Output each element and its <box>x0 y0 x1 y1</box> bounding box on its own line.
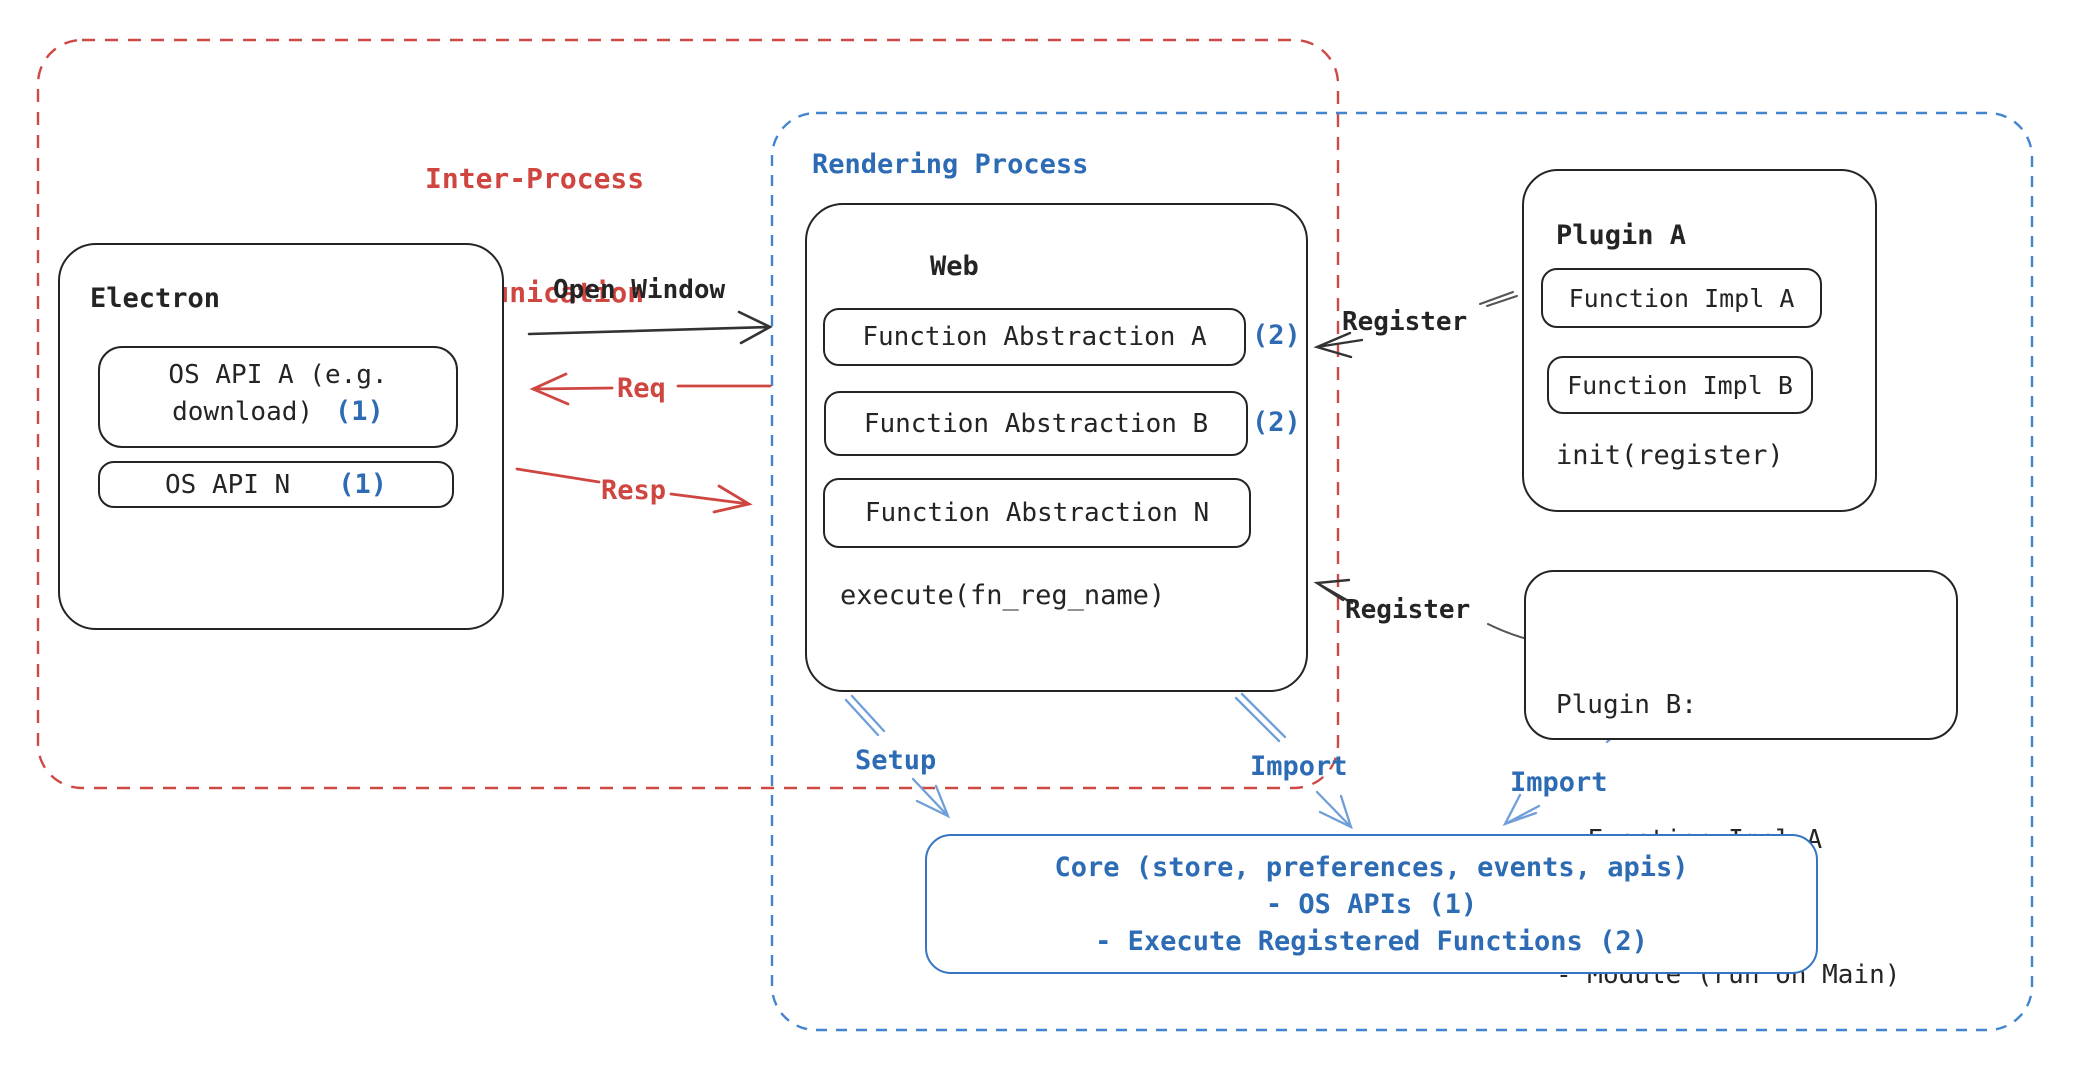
function-abstraction-a-text: Function Abstraction A <box>862 322 1207 352</box>
web-execute-text: execute(fn_reg_name) <box>840 580 1166 611</box>
import-plugin-b-label: Import <box>1510 767 1608 798</box>
plugin-a-title: Plugin A <box>1556 220 1687 251</box>
resp-label: Resp <box>601 475 667 506</box>
plugin-a-init-text: init(register) <box>1556 440 1784 471</box>
function-abstraction-n-text: Function Abstraction N <box>864 498 1210 528</box>
register-plugin-a-connector <box>1479 291 1518 307</box>
setup-label: Setup <box>855 745 937 776</box>
open-window-label: Open Window <box>553 275 726 305</box>
register-plugin-b-label: Register <box>1345 595 1471 625</box>
os-api-a-text2: download) <box>172 397 314 427</box>
web-box: Web Function Abstraction A (2) Function … <box>805 203 1308 692</box>
function-abstraction-b-badge: (2) <box>1252 407 1301 438</box>
core-line3: - Execute Registered Functions (2) <box>1095 925 1648 957</box>
function-abstraction-a-box: Function Abstraction A <box>823 308 1246 366</box>
plugin-b-title: Plugin B: <box>1556 690 1697 720</box>
os-api-a-badge: (1) <box>335 396 384 427</box>
req-label: Req <box>617 373 666 404</box>
os-api-a-box: OS API A (e.g. download) (1) <box>98 346 458 448</box>
os-api-n-box: OS API N (1) <box>98 461 454 508</box>
register-plugin-a-label: Register <box>1342 307 1468 337</box>
os-api-n-text: OS API N <box>164 469 291 500</box>
os-api-a-text1: OS API A (e.g. <box>168 360 388 390</box>
function-impl-a-box: Function Impl A <box>1541 268 1822 328</box>
function-abstraction-n-box: Function Abstraction N <box>823 478 1251 548</box>
os-api-a-line1: OS API A (e.g. <box>100 360 456 390</box>
os-api-n-badge: (1) <box>338 469 387 500</box>
plugin-b-box: Plugin B: - Function Impl A - Module (ru… <box>1524 570 1958 990</box>
import-web-label: Import <box>1250 751 1348 782</box>
plugin-a-box: Plugin A Function Impl A Function Impl B… <box>1522 169 1877 512</box>
function-impl-b-text: Function Impl B <box>1567 370 1793 400</box>
web-title: Web <box>930 251 979 282</box>
function-abstraction-b-text: Function Abstraction B <box>863 408 1209 439</box>
core-line2: - OS APIs (1) <box>1265 888 1478 920</box>
function-impl-a-text: Function Impl A <box>1568 283 1795 313</box>
core-line1: Core (store, preferences, events, apis) <box>1054 851 1689 883</box>
register-plugin-b-connector <box>1487 623 1528 640</box>
rendering-region-label: Rendering Process <box>812 149 1089 180</box>
core-box: Core (store, preferences, events, apis) … <box>925 834 1818 974</box>
os-api-a-line2: download) (1) <box>100 396 456 427</box>
function-impl-b-box: Function Impl B <box>1547 356 1813 414</box>
plugin-b-text-block: Plugin B: - Function Impl A - Module (ru… <box>1556 593 1900 1066</box>
ipc-region-label-line1: Inter-Process <box>425 162 645 195</box>
function-abstraction-a-badge: (2) <box>1252 320 1301 351</box>
function-abstraction-b-box: Function Abstraction B <box>824 391 1248 456</box>
electron-box: Electron OS API A (e.g. download) (1) OS … <box>58 243 504 630</box>
electron-title: Electron <box>90 283 221 314</box>
